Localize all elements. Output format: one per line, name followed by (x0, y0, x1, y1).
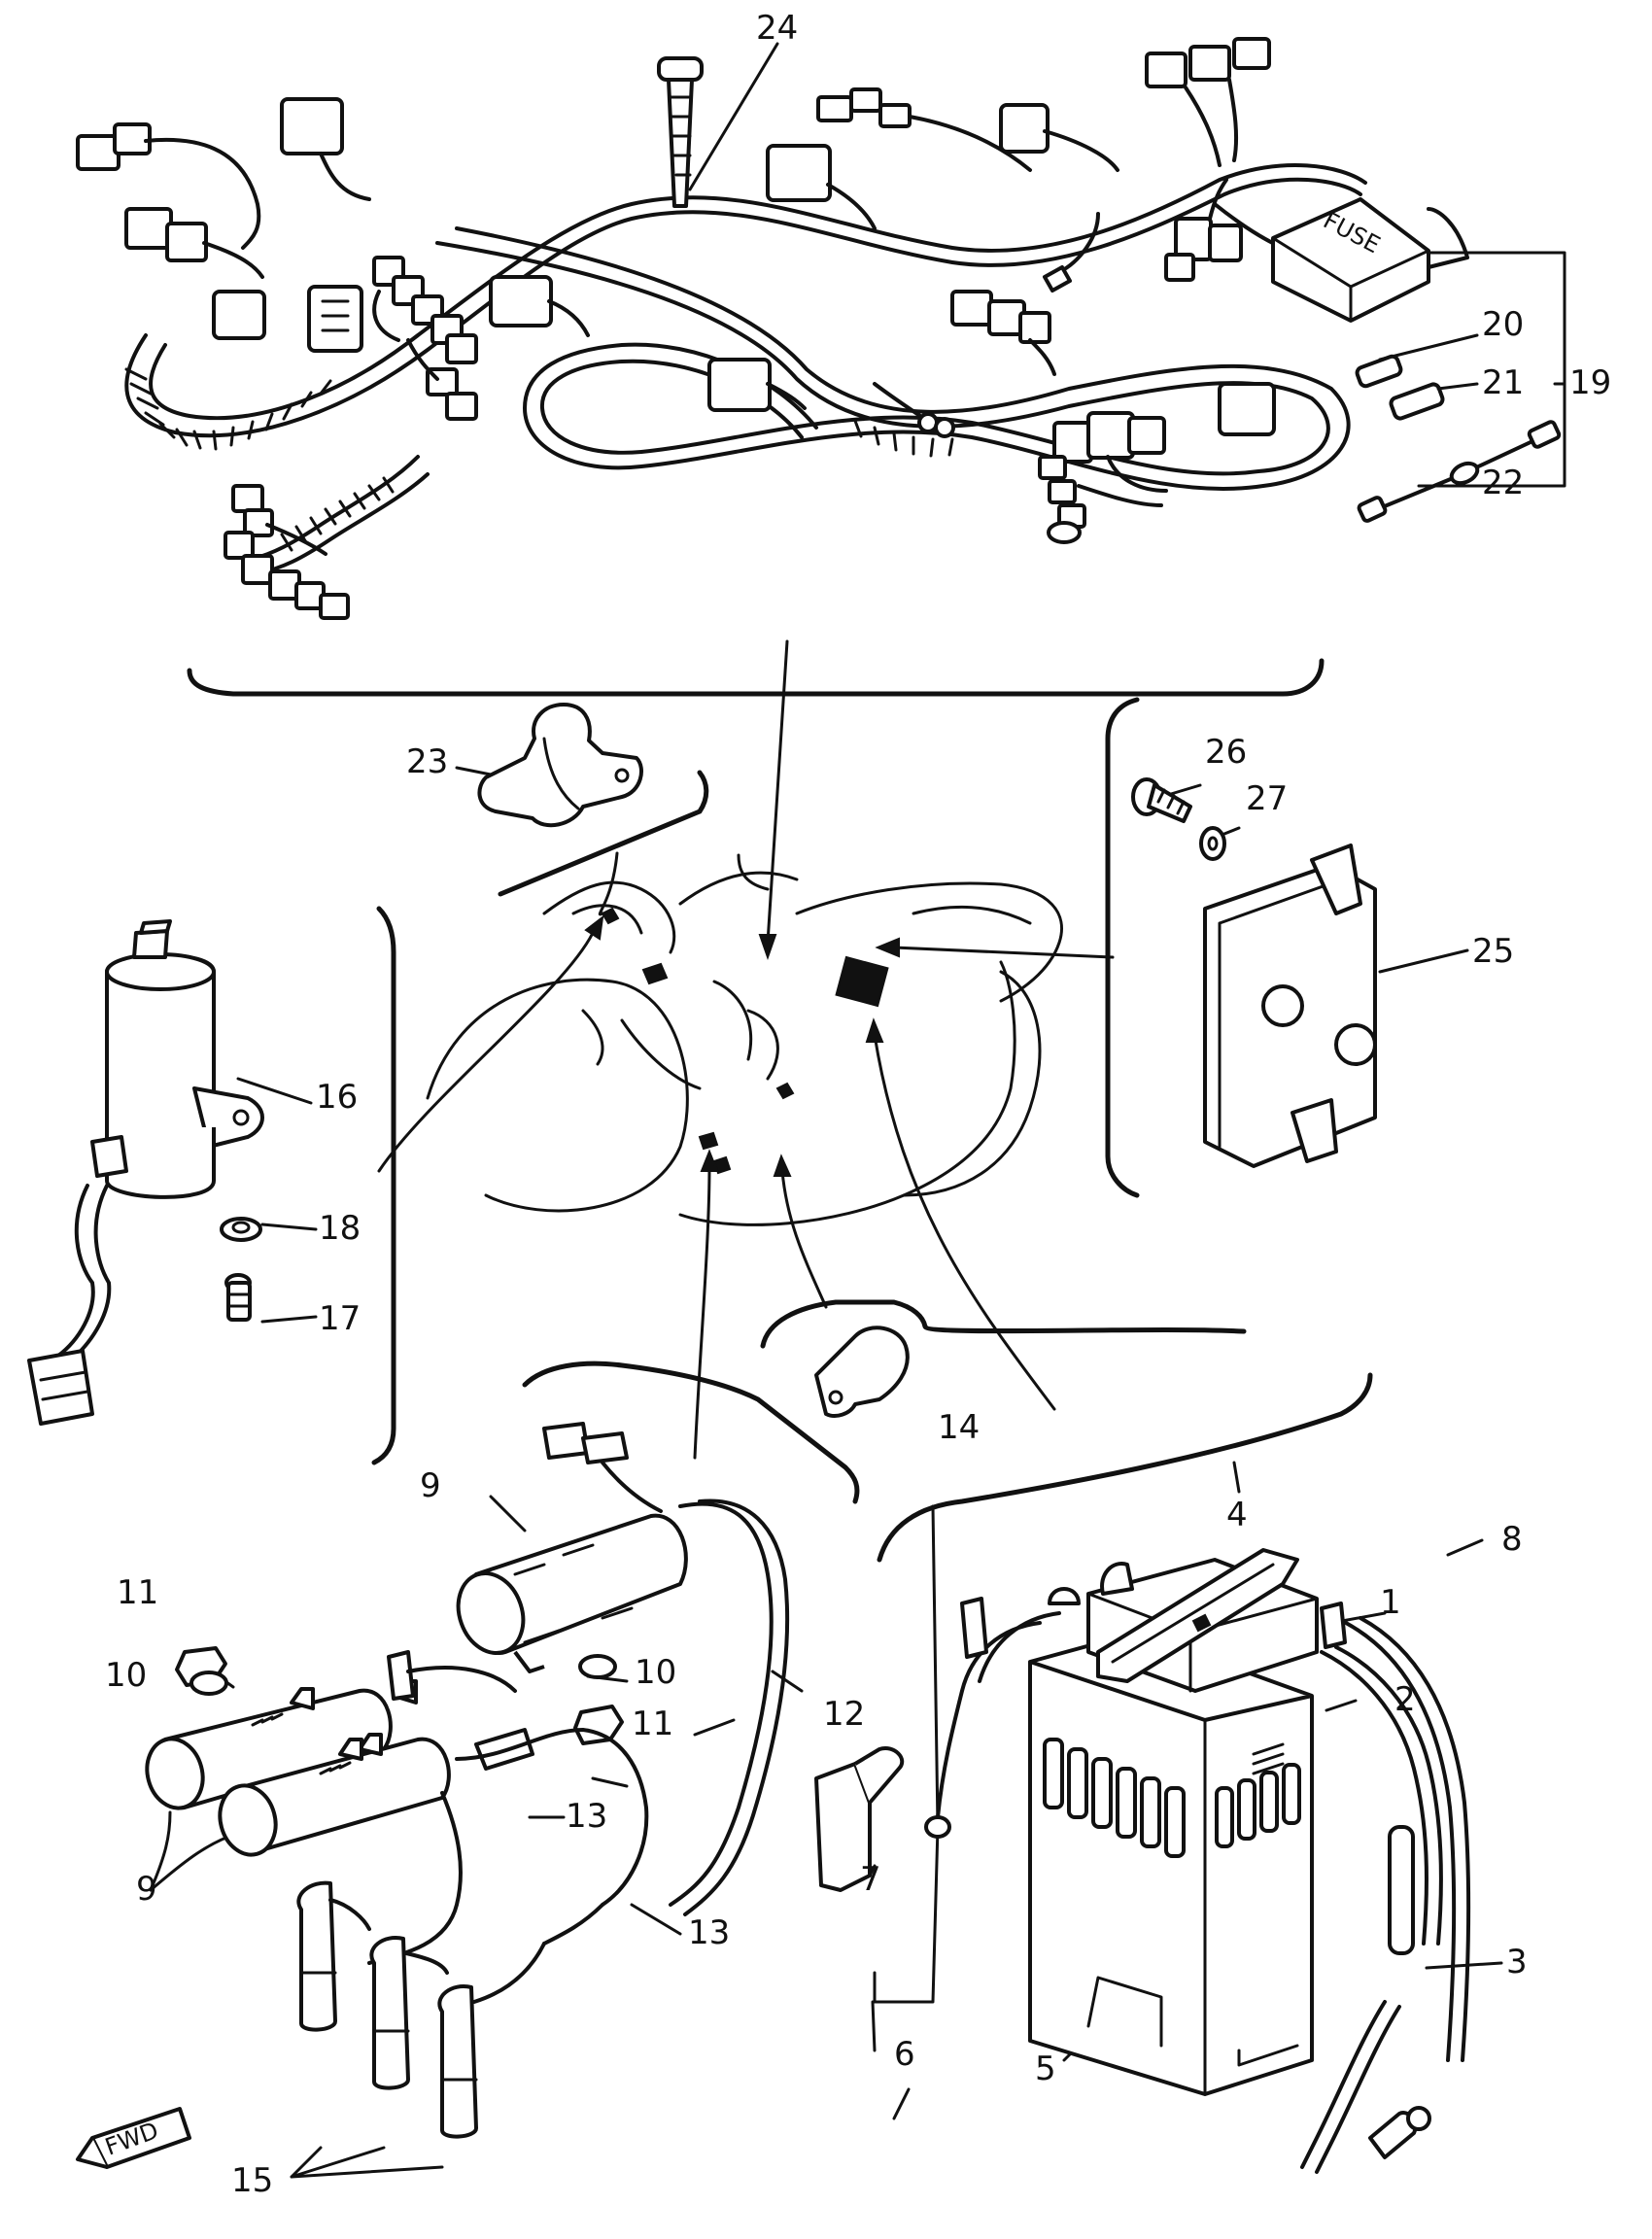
label-7: 7 (860, 1860, 881, 1899)
fuse-box: FUSE (1271, 197, 1469, 323)
rectifier-regulator (1203, 844, 1377, 1168)
label-15: 15 (231, 2161, 273, 2200)
label-19: 19 (1569, 363, 1611, 402)
assembly-arrows (377, 639, 1115, 1460)
bracket-25 (1105, 697, 1140, 1198)
terminal-cover (814, 1746, 905, 1892)
label-9-bottom: 9 (136, 1870, 157, 1909)
label-21: 21 (1482, 363, 1524, 402)
label-14: 14 (938, 1408, 980, 1447)
label-23: 23 (406, 742, 448, 781)
battery-strap (1096, 1548, 1299, 1683)
nut-18 (220, 1217, 262, 1242)
bracket-coils (522, 1361, 860, 1504)
label-8: 8 (1501, 1520, 1523, 1559)
battery-lead-positive (924, 1587, 1081, 1839)
label-11-right: 11 (632, 1705, 673, 1743)
motorcycle-outline (426, 853, 1063, 1226)
label-13-bottom: 13 (688, 1913, 730, 1952)
label-17: 17 (319, 1299, 361, 1338)
washer-27 (1199, 826, 1226, 861)
label-16: 16 (316, 1078, 358, 1117)
breather-hose (1300, 1645, 1443, 2174)
fwd-badge: FWD (76, 2107, 191, 2169)
screw-17 (224, 1273, 252, 1322)
label-10-left: 10 (105, 1656, 147, 1695)
battery-lead-negative (1344, 1616, 1471, 2062)
cable-tie (657, 56, 704, 208)
label-10-right: 10 (635, 1653, 676, 1692)
label-22: 22 (1482, 464, 1524, 502)
ignition-coil-upper (456, 1422, 790, 1916)
label-5: 5 (1035, 2050, 1056, 2088)
bolt-26 (1131, 777, 1192, 823)
label-1: 1 (1380, 1583, 1401, 1622)
label-25: 25 (1472, 932, 1514, 971)
label-6: 6 (894, 2035, 915, 2074)
label-12: 12 (823, 1695, 865, 1734)
bike-markers (601, 907, 889, 1175)
part-labels: 24 20 21 19 22 23 26 27 25 16 18 17 14 9… (105, 9, 1611, 2200)
ignition-switch (27, 919, 264, 1426)
fuse-21 (1389, 382, 1445, 421)
bracket-16 (371, 906, 396, 1465)
ignition-coil-lower (145, 1650, 649, 1965)
label-20: 20 (1482, 305, 1524, 344)
fuse-20 (1355, 354, 1403, 389)
label-24: 24 (756, 9, 798, 48)
label-18: 18 (319, 1209, 361, 1248)
nut-10a (578, 1654, 617, 1679)
label-2: 2 (1394, 1680, 1416, 1719)
wire-harness: FUSE (76, 37, 1562, 697)
fuse-lead-22 (1357, 420, 1562, 523)
label-4: 4 (1226, 1496, 1248, 1534)
label-11-left: 11 (117, 1573, 158, 1612)
label-3: 3 (1506, 1943, 1528, 1981)
harness-connectors (76, 37, 1276, 620)
label-26: 26 (1205, 733, 1247, 772)
label-27: 27 (1246, 779, 1288, 818)
label-9-top: 9 (420, 1466, 441, 1505)
label-13-top: 13 (566, 1797, 607, 1836)
clamp-14 (760, 1299, 1247, 1418)
clamp-bracket-23 (477, 703, 709, 897)
spark-plug-caps (296, 1880, 604, 2139)
bracket-battery (877, 1372, 1373, 1563)
nut-11b (573, 1705, 624, 1745)
nut-10b (189, 1671, 228, 1696)
